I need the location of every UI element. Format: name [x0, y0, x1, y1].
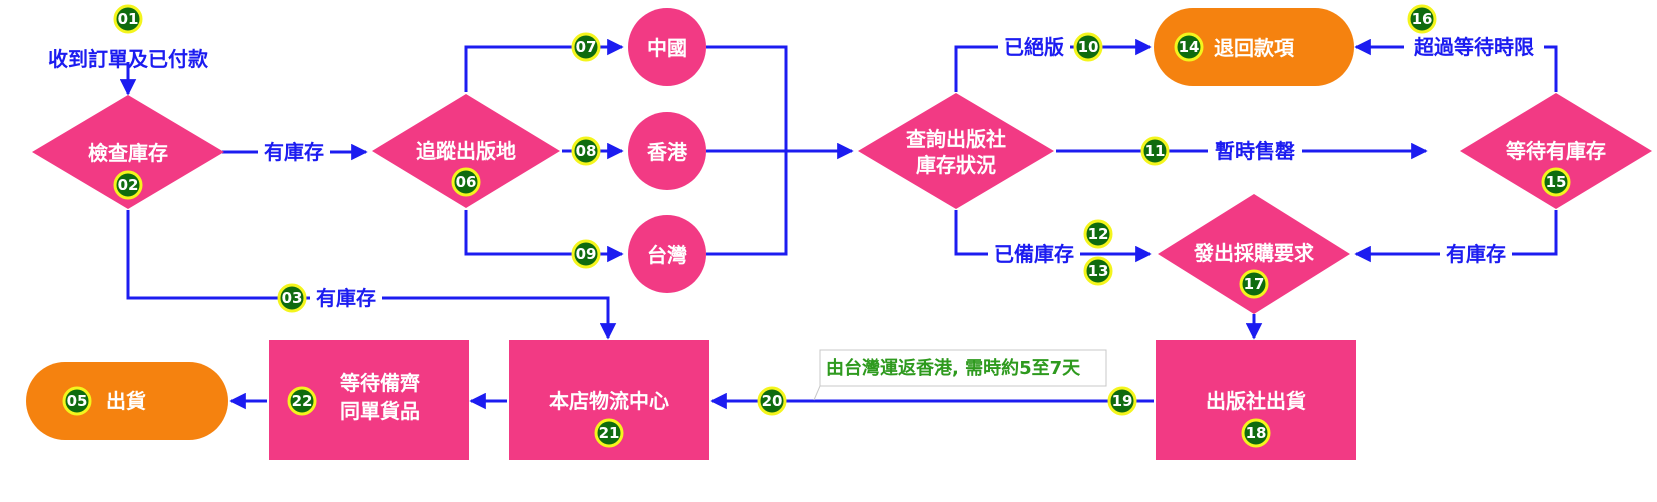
- svg-text:10: 10: [1078, 38, 1099, 56]
- note-box: [821, 351, 1105, 385]
- label-timeout: 超過等待時限: [1413, 35, 1534, 59]
- edge-query-to-purchase: [954, 210, 1152, 263]
- label-bg: [988, 242, 1080, 266]
- track-origin-label: 追蹤出版地: [416, 139, 516, 163]
- svg-text:22: 22: [292, 392, 313, 410]
- svg-text:20: 20: [762, 392, 783, 410]
- label-bg: [1404, 34, 1544, 58]
- svg-text:11: 11: [1145, 142, 1166, 160]
- badge-20: 20: [757, 386, 787, 416]
- svg-text:21: 21: [599, 424, 620, 442]
- track-origin-diamond: [372, 94, 560, 208]
- label-out-of-print: 已絕版: [1004, 35, 1064, 59]
- svg-text:17: 17: [1244, 275, 1265, 293]
- query-publisher-label-2: 庫存狀況: [916, 153, 996, 177]
- badge-08: 08: [571, 136, 601, 166]
- label-in-stock-1: 有庫存: [264, 140, 324, 164]
- purchase-request-label: 發出採購要求: [1193, 241, 1315, 265]
- label-bg: [310, 286, 382, 310]
- badge-14: 14: [1174, 32, 1204, 62]
- label-bg: [258, 140, 330, 164]
- taiwan-label: 台灣: [647, 243, 687, 267]
- query-publisher-label-1: 查詢出版社: [906, 127, 1006, 151]
- wait-items-label-1: 等待備齊: [340, 371, 421, 395]
- taiwan-node: [628, 215, 706, 293]
- ship-node: [26, 362, 228, 440]
- edge-track-to-taiwan: [464, 210, 624, 263]
- svg-text:13: 13: [1088, 262, 1109, 280]
- badge-02: 02: [113, 170, 143, 200]
- svg-text:06: 06: [456, 173, 477, 191]
- svg-text:14: 14: [1179, 38, 1200, 56]
- svg-text:03: 03: [282, 289, 303, 307]
- purchase-request-diamond: [1158, 194, 1350, 314]
- svg-text:15: 15: [1546, 173, 1567, 191]
- svg-text:02: 02: [118, 176, 139, 194]
- edge-wait-to-purchase: [1354, 210, 1558, 263]
- label-in-stock-3: 有庫存: [1446, 242, 1506, 266]
- label-ready-stock: 已備庫存: [994, 242, 1074, 266]
- svg-text:12: 12: [1088, 225, 1109, 243]
- refund-label: 退回款項: [1214, 36, 1295, 60]
- label-bg: [998, 34, 1070, 58]
- wait-items-label-2: 同單貨品: [340, 399, 420, 423]
- badge-11: 11: [1140, 136, 1170, 166]
- badge-22: 22: [287, 386, 317, 416]
- badge-15: 15: [1541, 167, 1571, 197]
- start-label: 收到訂單及已付款: [48, 47, 209, 71]
- badge-09: 09: [571, 239, 601, 269]
- note-text: 由台灣運返香港, 需時約5至7天: [826, 357, 1081, 379]
- wait-stock-diamond: [1460, 93, 1652, 209]
- refund-node: [1154, 8, 1354, 86]
- badge-06: 06: [451, 167, 481, 197]
- label-bg: [1440, 242, 1512, 266]
- svg-text:16: 16: [1412, 10, 1433, 28]
- number-badges: 01 02 03 05 06 07 08 09 10 11 12 13 14 1…: [62, 4, 1571, 448]
- badge-16: 16: [1407, 4, 1437, 34]
- logistics-center-label: 本店物流中心: [549, 389, 669, 413]
- svg-text:08: 08: [576, 142, 597, 160]
- badge-10: 10: [1073, 32, 1103, 62]
- hongkong-node: [628, 112, 706, 190]
- badge-17: 17: [1239, 269, 1269, 299]
- nodes: 檢查庫存 追蹤出版地 中國 香港 台灣 查詢出版社 庫存狀況 退回款項 等待有庫…: [26, 8, 1652, 460]
- shipping-note: 由台灣運返香港, 需時約5至7天: [813, 349, 1107, 401]
- label-bg: [1208, 139, 1302, 163]
- badge-05: 05: [62, 386, 92, 416]
- badge-19: 19: [1107, 386, 1137, 416]
- publisher-ship-label: 出版社出貨: [1206, 389, 1306, 413]
- note-callout: [813, 349, 1107, 401]
- edge-check-to-logistics: [126, 210, 617, 340]
- badge-03: 03: [277, 283, 307, 313]
- edge-track-to-china: [464, 38, 624, 92]
- check-stock-label: 檢查庫存: [88, 141, 168, 165]
- svg-text:18: 18: [1246, 424, 1267, 442]
- china-node: [628, 8, 706, 86]
- query-publisher-diamond: [858, 93, 1054, 209]
- svg-text:01: 01: [118, 10, 139, 28]
- edge-labels: 收到訂單及已付款 有庫存 有庫存 已絕版 暫時售罄 已備庫存 超過等待時限 有庫…: [48, 34, 1544, 310]
- check-stock-diamond: [32, 95, 224, 209]
- badge-07: 07: [571, 32, 601, 62]
- badge-01: 01: [113, 4, 143, 34]
- svg-text:09: 09: [576, 245, 597, 263]
- badge-12: 12: [1083, 219, 1113, 249]
- hongkong-label: 香港: [647, 140, 688, 164]
- label-temp-sold-out: 暫時售罄: [1215, 139, 1295, 163]
- svg-text:07: 07: [576, 38, 597, 56]
- label-in-stock-2: 有庫存: [316, 286, 376, 310]
- badge-18: 18: [1241, 418, 1271, 448]
- wait-stock-label: 等待有庫存: [1506, 139, 1606, 163]
- badge-21: 21: [594, 418, 624, 448]
- badge-13: 13: [1083, 256, 1113, 286]
- ship-label: 出貨: [106, 389, 146, 413]
- svg-text:05: 05: [67, 392, 88, 410]
- svg-text:19: 19: [1112, 392, 1133, 410]
- china-label: 中國: [647, 36, 687, 60]
